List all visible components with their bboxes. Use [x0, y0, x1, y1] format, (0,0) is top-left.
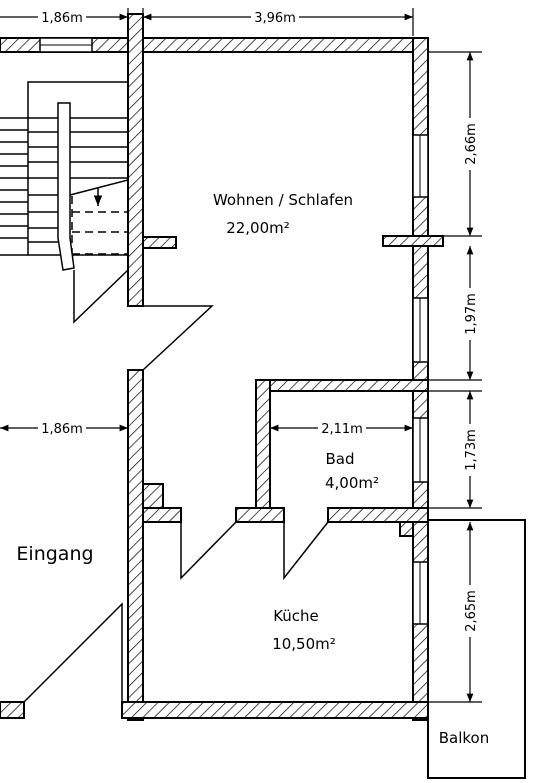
- wall-bottom: [121, 701, 429, 719]
- entrance-label: Eingang: [16, 543, 93, 565]
- staircase: [0, 81, 129, 271]
- room-kitchen-area: 10,50m²: [272, 635, 336, 653]
- room-bath-name: Bad: [325, 450, 354, 468]
- wall-kitchen-jog: [142, 483, 164, 509]
- dim-middle-left: 1,86m: [41, 422, 83, 437]
- room-living-name: Wohnen / Schlafen: [213, 191, 353, 209]
- dim-right-1: 2,66m: [464, 123, 479, 165]
- wall-center-upper: [127, 13, 144, 307]
- dim-right-3: 1,73m: [464, 429, 479, 471]
- dim-bath-width: 2,11m: [321, 422, 363, 437]
- dim-top-right: 3,96m: [254, 11, 296, 26]
- dimension-lines: [0, 8, 482, 703]
- dim-right-2: 1,97m: [464, 293, 479, 335]
- wall-bath-bottom-left: [235, 507, 285, 523]
- balcony-outline: [427, 519, 526, 779]
- wall-kitchen-corner: [399, 521, 414, 537]
- room-bath-area: 4,00m²: [325, 474, 379, 492]
- wall-stub-living-right: [382, 235, 444, 247]
- wall-bath-bottom-right: [327, 507, 429, 523]
- wall-kitchen-top-left: [142, 507, 182, 523]
- wall-bath-left: [255, 379, 271, 509]
- balcony-label: Balkon: [439, 729, 490, 747]
- wall-top-right: [142, 37, 416, 53]
- walls: [0, 13, 444, 721]
- room-kitchen-name: Küche: [273, 607, 319, 625]
- dim-right-4: 2,65m: [464, 590, 479, 632]
- wall-bottom-left: [0, 701, 25, 719]
- room-living-area: 22,00m²: [226, 219, 290, 237]
- wall-stub-living-left: [142, 236, 177, 249]
- dim-top-left: 1,86m: [41, 11, 83, 26]
- wall-bath-top: [255, 379, 429, 392]
- doors: [23, 269, 329, 703]
- wall-center-lower: [127, 369, 144, 721]
